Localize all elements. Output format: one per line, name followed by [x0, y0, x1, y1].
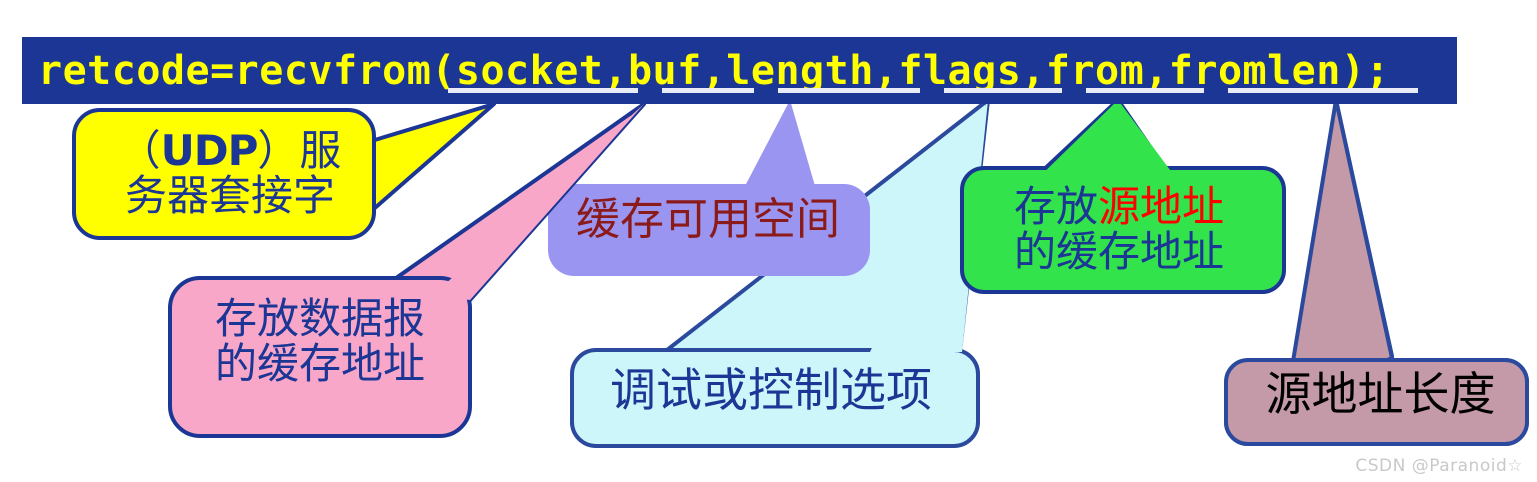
callout-shape-fromlen[interactable] — [1224, 98, 1529, 446]
underline-flags — [944, 88, 1062, 93]
code-line: retcode=recvfrom(socket,buf,length,flags… — [38, 47, 1391, 94]
code-banner: retcode=recvfrom(socket,buf,length,flags… — [22, 37, 1457, 104]
callout-shape-socket[interactable] — [72, 102, 496, 240]
underline-fromlen — [1228, 88, 1418, 93]
watermark: CSDN @Paranoid☆ — [1355, 456, 1523, 476]
callout-shape-from[interactable] — [960, 98, 1286, 294]
callout-shape-length[interactable] — [548, 100, 870, 276]
underline-from — [1086, 88, 1204, 93]
parameter-underlines — [22, 37, 1457, 104]
callout-shape-buf[interactable] — [168, 102, 646, 438]
underline-socket — [448, 88, 638, 93]
underline-length — [778, 88, 920, 93]
underline-buf — [662, 88, 754, 93]
